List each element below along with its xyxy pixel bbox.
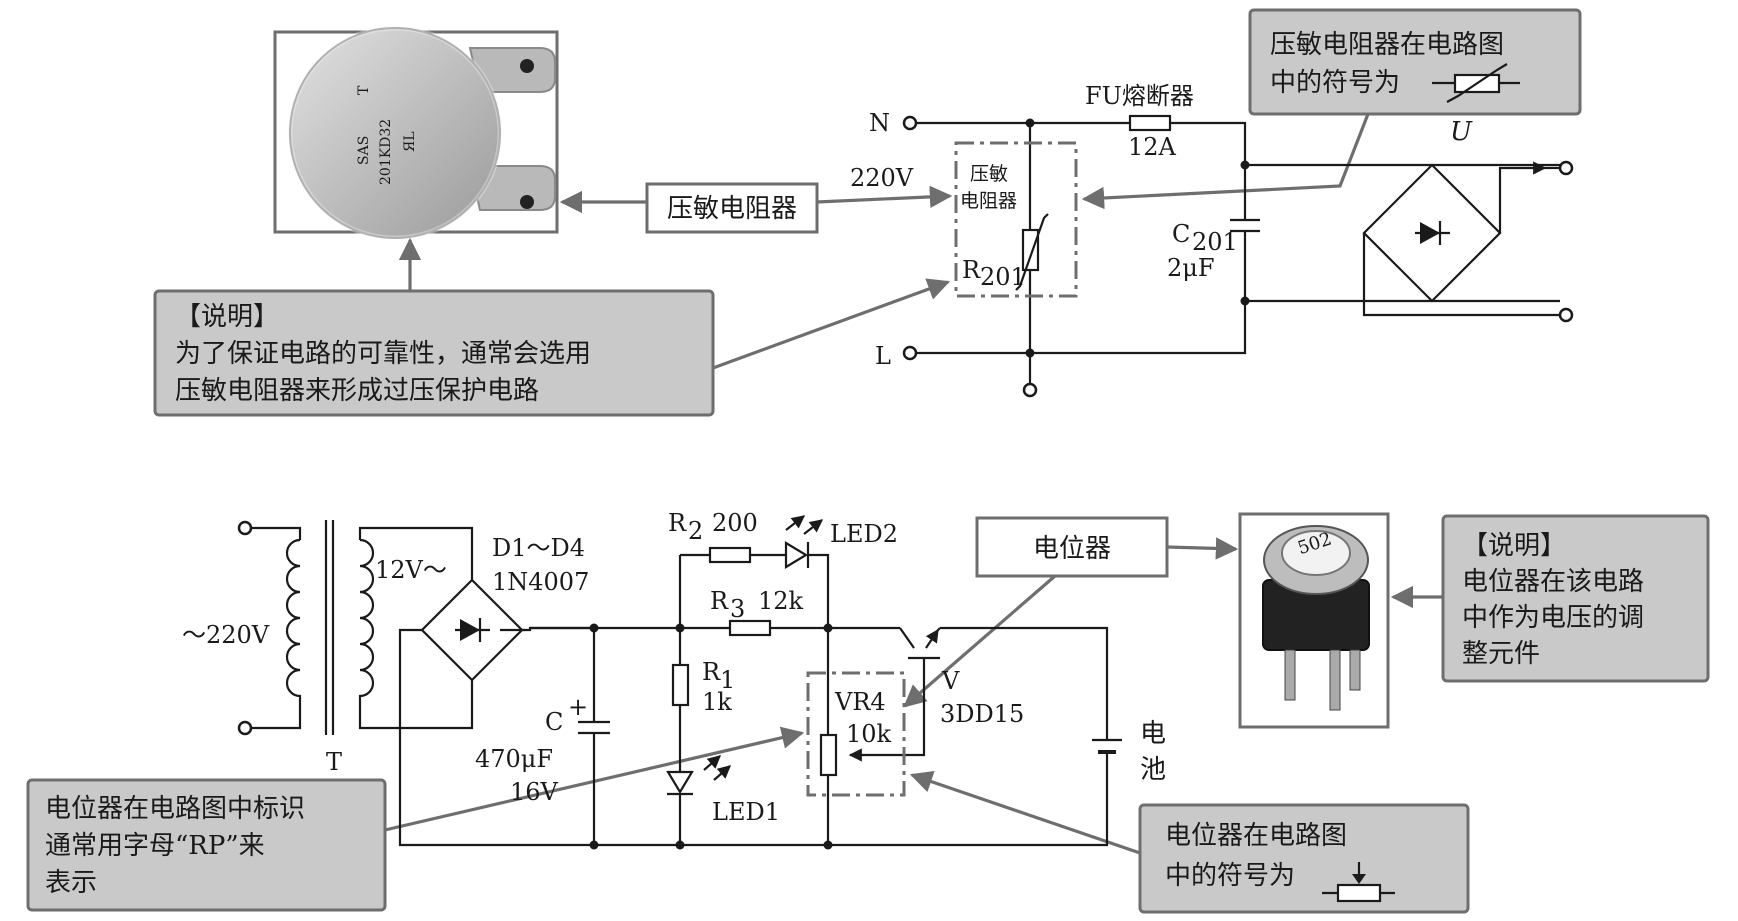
svg-text:200: 200 [712, 509, 758, 537]
svg-text:2: 2 [688, 517, 703, 545]
svg-text:LED2: LED2 [830, 520, 898, 548]
pot-symbol-callout: 电位器在电路图 中的符号为 [1138, 803, 1470, 914]
svg-text:2μF: 2μF [1167, 254, 1215, 282]
svg-text:10k: 10k [846, 720, 892, 748]
svg-text:电位器在该电路: 电位器在该电路 [1462, 567, 1644, 597]
arrow-to-pot-photo [1166, 537, 1239, 560]
svg-text:3: 3 [730, 595, 745, 623]
svg-text:池: 池 [1140, 755, 1166, 785]
svg-text:3DD15: 3DD15 [940, 700, 1024, 728]
svg-text:1: 1 [720, 666, 735, 694]
arrow-to-varistor [816, 185, 953, 209]
svg-text:12V～: 12V～ [375, 556, 447, 584]
svg-text:N: N [869, 109, 890, 137]
svg-text:电: 电 [1140, 719, 1166, 749]
svg-text:1N4007: 1N4007 [492, 568, 589, 596]
svg-text:为了保证电路的可靠性，通常会选用: 为了保证电路的可靠性，通常会选用 [175, 339, 591, 369]
svg-text:T: T [326, 748, 342, 776]
varistor-photo: SAS 201KD32 T ЯL [273, 25, 559, 241]
svg-text:R: R [710, 587, 729, 615]
svg-text:表示: 表示 [45, 868, 97, 898]
symbol-arrow [1081, 113, 1370, 210]
svg-text:R: R [962, 256, 981, 284]
varistor-label-box: 压敏电阻器 [645, 182, 819, 234]
svg-text:12A: 12A [1128, 133, 1177, 161]
svg-text:电阻器: 电阻器 [960, 190, 1017, 212]
svg-text:V: V [941, 667, 960, 695]
svg-text:470μF: 470μF [475, 745, 553, 773]
svg-text:R: R [702, 658, 721, 686]
svg-text:SAS: SAS [356, 136, 372, 165]
potentiometer-note-callout: 【说明】 电位器在该电路 中作为电压的调 整元件 [1441, 514, 1710, 683]
svg-text:201KD32: 201KD32 [378, 119, 394, 185]
svg-text:D1～D4: D1～D4 [492, 534, 585, 562]
svg-text:C: C [545, 708, 563, 736]
note-arrow-right [712, 278, 951, 370]
svg-text:电位器在电路图: 电位器在电路图 [1165, 821, 1347, 851]
potentiometer-photo: 502 [1238, 512, 1390, 729]
svg-text:电位器: 电位器 [1033, 534, 1111, 564]
varistor-marking: SAS 201KD32 T ЯL [356, 85, 418, 185]
varistor-circuit: N L FU熔断器 12A 220V 压敏 电阻器 R 201 C 201 [850, 82, 1574, 398]
svg-text:U: U [1450, 117, 1473, 147]
regulator-circuit: ～220V 12V～ T D1～D4 1N4007 电 池 [182, 509, 1166, 850]
svg-text:LED1: LED1 [712, 798, 780, 826]
svg-text:16V: 16V [510, 778, 559, 806]
svg-text:压敏: 压敏 [970, 163, 1008, 185]
rp-callout: 电位器在电路图中标识 通常用字母“RP”来 表示 [26, 778, 387, 912]
svg-text:+: + [568, 693, 588, 721]
svg-text:【说明】: 【说明】 [175, 302, 279, 332]
svg-text:220V: 220V [850, 164, 914, 192]
svg-text:L: L [875, 342, 891, 370]
svg-text:中的符号为: 中的符号为 [1270, 68, 1400, 98]
svg-text:压敏电阻器: 压敏电阻器 [667, 194, 797, 224]
svg-text:1k: 1k [702, 688, 732, 716]
svg-text:R: R [668, 509, 687, 537]
svg-text:中的符号为: 中的符号为 [1165, 861, 1295, 891]
svg-text:12k: 12k [758, 587, 804, 615]
svg-text:ЯL: ЯL [402, 131, 418, 152]
svg-text:压敏电阻器在电路图: 压敏电阻器在电路图 [1270, 30, 1504, 60]
arrow-to-vr4 [903, 574, 1057, 708]
svg-text:VR4: VR4 [834, 688, 886, 716]
svg-text:压敏电阻器来形成过压保护电路: 压敏电阻器来形成过压保护电路 [175, 376, 539, 406]
svg-text:通常用字母“RP”来: 通常用字母“RP”来 [45, 831, 265, 861]
svg-text:～220V: ～220V [182, 621, 270, 649]
svg-text:FU熔断器: FU熔断器 [1085, 82, 1194, 110]
svg-text:201: 201 [980, 263, 1026, 291]
svg-text:整元件: 整元件 [1462, 639, 1540, 669]
svg-text:电位器在电路图中标识: 电位器在电路图中标识 [45, 794, 305, 824]
svg-text:201: 201 [1192, 228, 1238, 256]
svg-text:C: C [1172, 220, 1190, 248]
varistor-symbol-callout: 压敏电阻器在电路图 中的符号为 U [1248, 8, 1582, 147]
potentiometer-label-box: 电位器 [975, 516, 1169, 578]
varistor-note-callout: 【说明】 为了保证电路的可靠性，通常会选用 压敏电阻器来形成过压保护电路 [153, 289, 715, 417]
svg-text:中作为电压的调: 中作为电压的调 [1462, 603, 1644, 633]
svg-text:【说明】: 【说明】 [1462, 531, 1566, 561]
svg-text:T: T [356, 85, 372, 95]
pot-symbol-arrow [909, 770, 1141, 855]
